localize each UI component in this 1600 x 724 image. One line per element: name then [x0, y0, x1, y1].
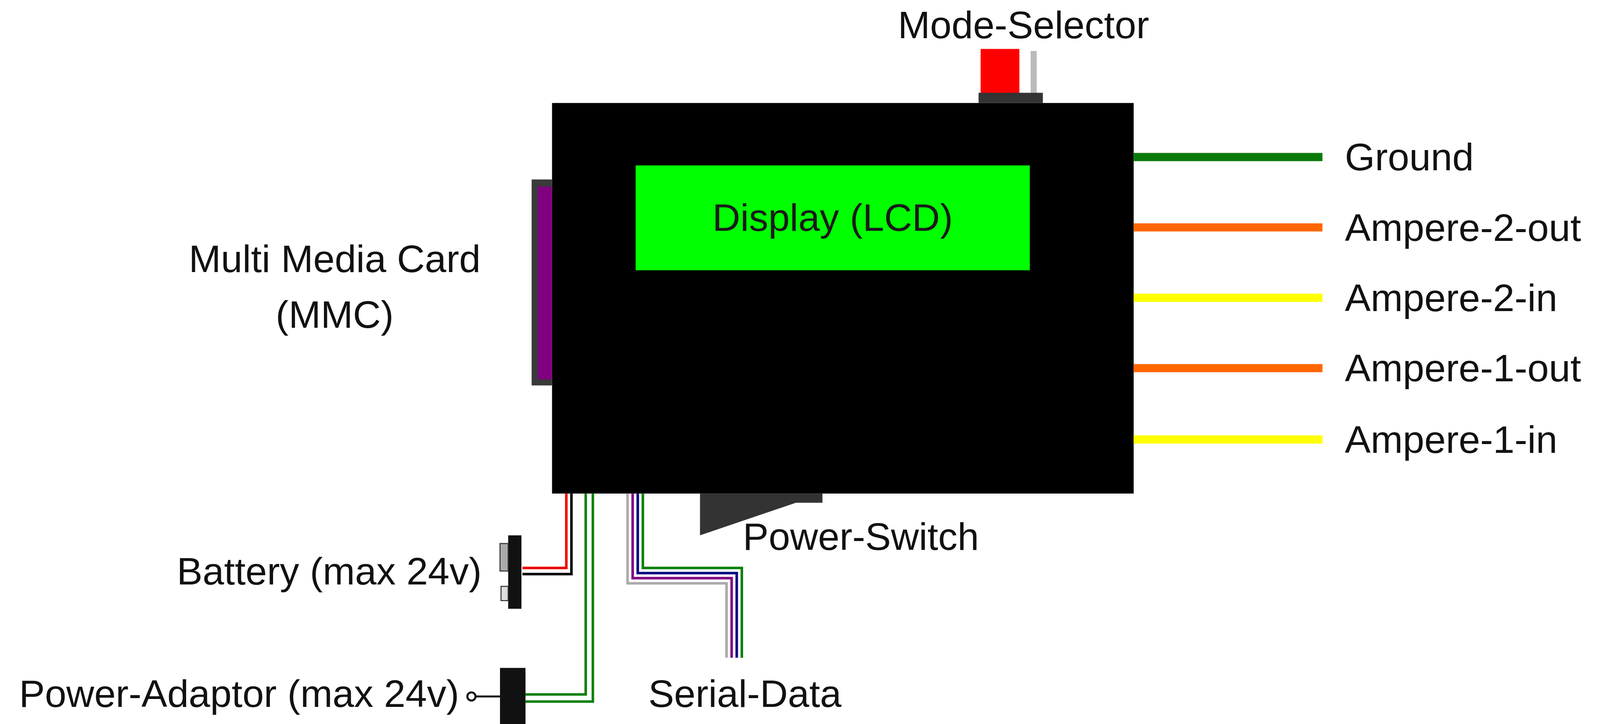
part-label: Battery (max 24v)	[176, 548, 482, 595]
terminal-label: Ampere-2-out	[1344, 204, 1582, 252]
mmc-slot	[531, 179, 552, 386]
adaptor-wires	[525, 493, 593, 702]
terminal-label: Ground	[1344, 133, 1475, 181]
mode-selector-pin	[1030, 50, 1037, 94]
terminal-wires	[1133, 157, 1323, 440]
device-housing	[552, 103, 1134, 494]
part-label: Serial-Data	[648, 670, 842, 718]
mode-selector-base	[978, 92, 1043, 103]
adaptor-connector	[467, 668, 526, 724]
part-label: Power-Switch	[742, 513, 979, 561]
display-text: Display (LCD)	[712, 195, 953, 241]
part-label: Power-Adaptor (max 24v)	[18, 670, 460, 718]
battery-wires	[522, 493, 572, 575]
serial-wires	[627, 493, 742, 658]
battery-connector	[499, 535, 522, 609]
mode-selector-knob	[980, 49, 1020, 94]
terminal-label: Ampere-1-in	[1344, 416, 1558, 464]
part-label: Mode-Selector	[897, 1, 1149, 49]
part-label: Multi Media Card (MMC)	[158, 230, 511, 343]
terminal-label: Ampere-2-in	[1344, 274, 1558, 322]
display-screen: Display (LCD)	[635, 165, 1030, 271]
mmc-card	[537, 186, 553, 380]
terminal-label: Ampere-1-out	[1344, 345, 1582, 392]
